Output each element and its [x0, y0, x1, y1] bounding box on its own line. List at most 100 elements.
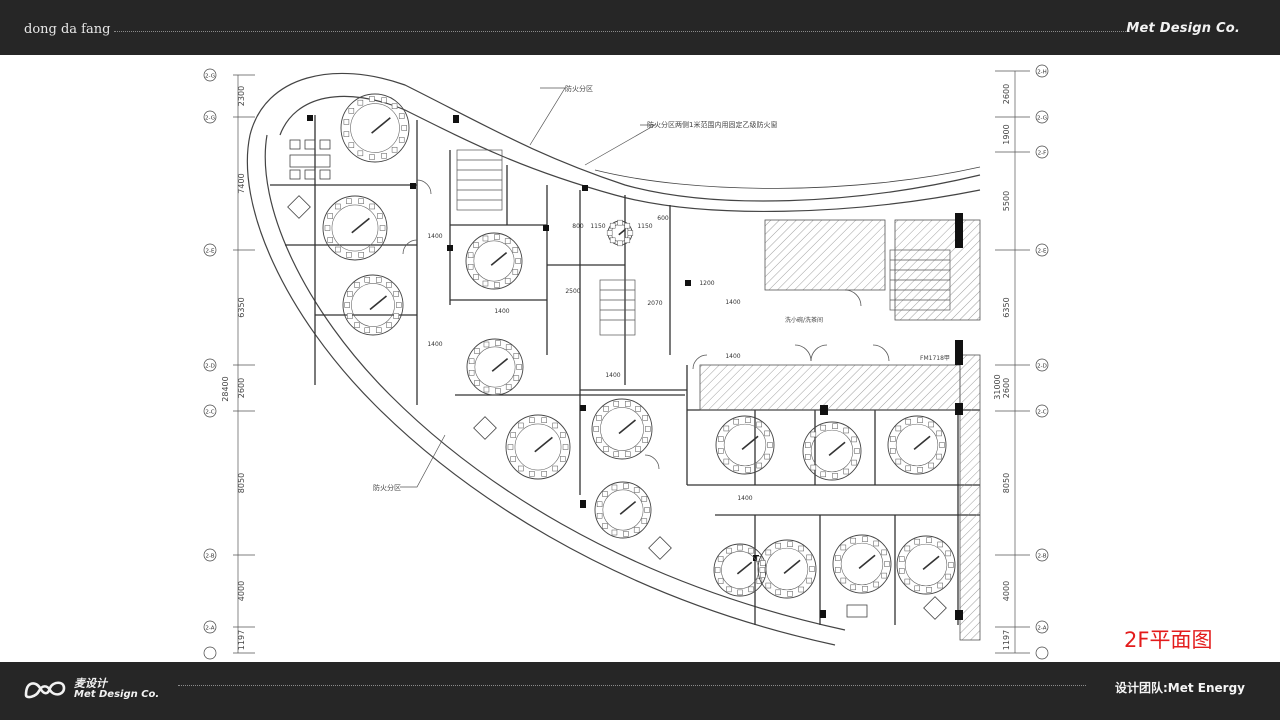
chair	[756, 462, 762, 469]
chair	[904, 578, 911, 585]
round-table	[832, 534, 892, 594]
chair	[937, 582, 943, 589]
round-table-top	[514, 423, 562, 471]
axis-label: 2-G	[1037, 115, 1047, 121]
chair	[617, 240, 623, 247]
footer-bar: 麦设计 Met Design Co. 设计团队:Met Energy	[0, 662, 1280, 720]
header-divider	[114, 31, 1130, 32]
table-marker	[913, 435, 931, 450]
chair	[767, 442, 773, 448]
axis-label: 2-A	[205, 625, 214, 631]
chair	[541, 417, 547, 423]
chair	[645, 426, 651, 432]
chair	[494, 234, 500, 240]
chair	[717, 556, 724, 562]
chair	[386, 282, 392, 288]
axis-bubble	[203, 68, 217, 82]
chair	[787, 541, 793, 547]
round-table	[896, 535, 956, 595]
chair	[635, 406, 641, 412]
inner-dim-value: 2070	[647, 300, 662, 307]
chair	[843, 427, 849, 434]
inner-dim-value: 1400	[725, 299, 740, 306]
door-swings	[402, 179, 890, 470]
chair	[505, 384, 512, 390]
chair	[726, 586, 732, 593]
chair	[714, 567, 721, 573]
footer-divider	[178, 685, 1086, 686]
chair	[381, 97, 387, 103]
chair	[560, 456, 566, 462]
chair	[850, 584, 856, 591]
chair	[364, 327, 371, 333]
chair	[642, 415, 648, 421]
chair	[473, 274, 479, 280]
chair	[914, 538, 920, 545]
chair	[391, 103, 398, 110]
table-marker	[618, 228, 626, 236]
chair	[617, 219, 623, 226]
round-table	[465, 232, 523, 290]
axis-bubble	[203, 620, 217, 634]
chair	[851, 459, 857, 466]
chair	[917, 467, 923, 473]
chair	[917, 417, 923, 423]
chair	[369, 154, 375, 160]
company-logo: 麦设计 Met Design Co.	[22, 675, 182, 705]
axis-bubble	[203, 358, 217, 372]
chair	[541, 471, 547, 477]
chair	[899, 568, 905, 574]
chair	[335, 246, 341, 253]
chair	[926, 537, 932, 543]
chair	[764, 453, 770, 460]
room-label-door: FM1718甲	[920, 355, 950, 362]
chair	[805, 454, 811, 460]
chair	[467, 264, 474, 270]
round-table-top	[765, 547, 809, 591]
chair	[862, 536, 868, 542]
chair	[613, 451, 620, 457]
room-label-dishwash: 洗小碗/洗茶间	[785, 316, 823, 324]
chair	[832, 473, 838, 479]
round-table-top	[600, 407, 644, 451]
chair	[398, 113, 405, 119]
chair	[635, 446, 641, 452]
square-tables	[287, 139, 947, 620]
chair	[745, 417, 751, 423]
table-marker	[369, 295, 388, 311]
chair	[401, 125, 407, 131]
chair	[737, 544, 743, 551]
table-marker	[736, 561, 753, 575]
inner-dim-value: 2500	[565, 288, 580, 295]
table-marker	[351, 217, 370, 234]
chair	[764, 430, 770, 437]
chair	[468, 370, 475, 376]
logo-english-text: Met Design Co.	[74, 689, 160, 700]
dim-value: 7400	[237, 173, 246, 193]
dim-total: 28400	[221, 376, 230, 401]
chair	[748, 547, 754, 554]
chair	[516, 364, 522, 370]
chair	[642, 437, 648, 443]
axis-bubble	[1035, 404, 1049, 418]
round-table-top	[720, 550, 760, 590]
chair	[914, 585, 920, 592]
chair	[641, 518, 648, 524]
axis-bubble	[1035, 620, 1049, 634]
table-marker	[619, 500, 637, 515]
chair	[775, 589, 781, 596]
chair	[623, 531, 629, 537]
chair	[381, 153, 387, 159]
chair	[495, 340, 501, 346]
round-table-top	[350, 103, 400, 153]
header-bar: dong da fang Met Design Co.	[0, 0, 1280, 55]
chair	[347, 291, 353, 297]
banquet-tables	[322, 93, 956, 599]
chair	[335, 203, 341, 210]
chair	[851, 436, 857, 443]
chair	[483, 386, 490, 393]
chair	[937, 541, 943, 548]
dim-total: 31000	[993, 374, 1002, 399]
dim-value: 4000	[1002, 581, 1011, 601]
axis-label: 2-D	[205, 363, 215, 369]
